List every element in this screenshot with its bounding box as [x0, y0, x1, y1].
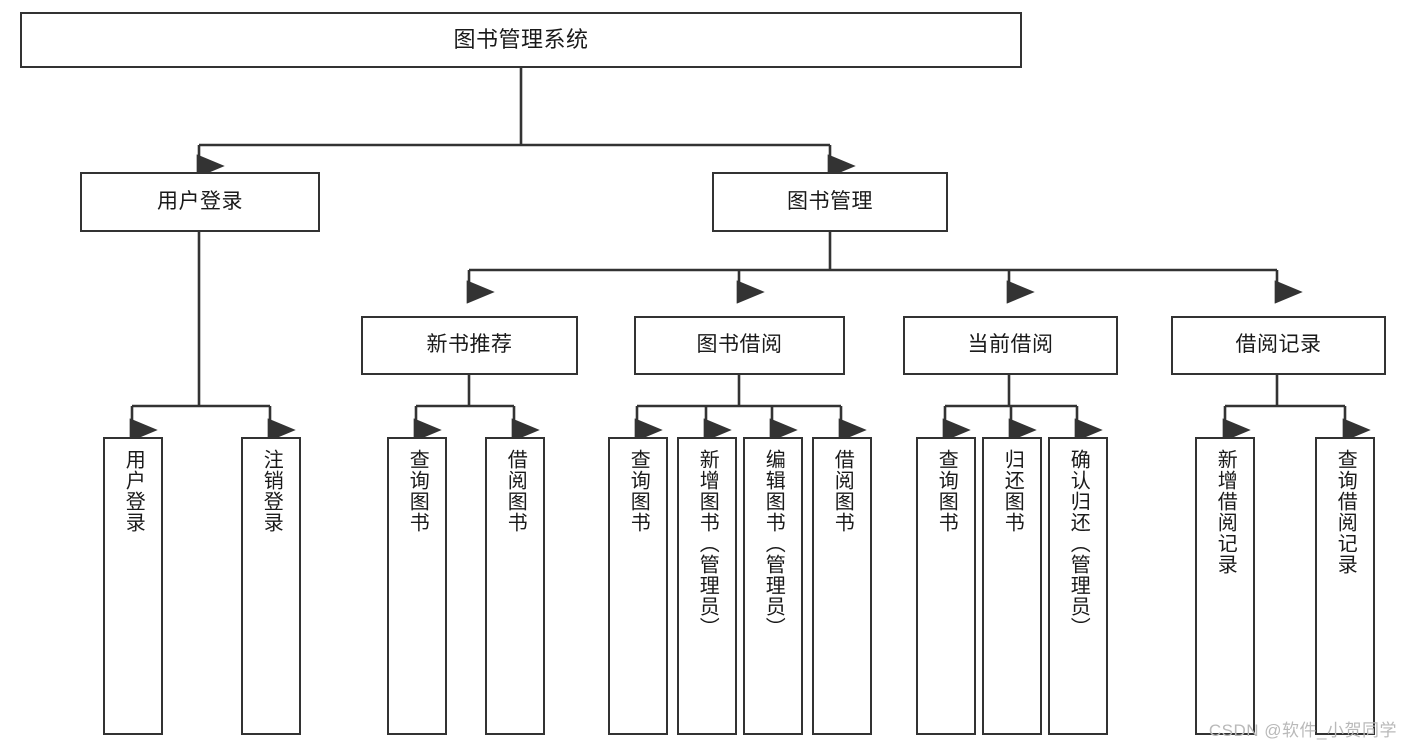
node-book-manage[interactable]: 图书管理 — [712, 172, 948, 232]
node-leaf-user-login[interactable]: 用户登录 — [103, 437, 163, 735]
node-leaf-record-add-label: 新增借阅记录 — [1214, 449, 1237, 575]
node-current-borrow[interactable]: 当前借阅 — [903, 316, 1118, 375]
node-leaf-borrow-query-book[interactable]: 查询图书 — [608, 437, 668, 735]
node-root[interactable]: 图书管理系统 — [20, 12, 1022, 68]
node-new-book-rec[interactable]: 新书推荐 — [361, 316, 578, 375]
node-leaf-borrow-query-book-label: 查询图书 — [627, 449, 650, 533]
node-leaf-user-logout[interactable]: 注销登录 — [241, 437, 301, 735]
node-leaf-borrow-add-book-label: 新增图书（管理员） — [696, 449, 719, 638]
node-leaf-current-confirm-return-label: 确认归还（管理员） — [1067, 449, 1090, 638]
node-leaf-record-query-label: 查询借阅记录 — [1334, 449, 1357, 575]
node-leaf-borrow-add-book[interactable]: 新增图书（管理员） — [677, 437, 737, 735]
node-leaf-borrow-edit-book-label: 编辑图书（管理员） — [762, 449, 785, 638]
node-leaf-record-query[interactable]: 查询借阅记录 — [1315, 437, 1375, 735]
node-leaf-current-query-book[interactable]: 查询图书 — [916, 437, 976, 735]
node-leaf-current-return-book[interactable]: 归还图书 — [982, 437, 1042, 735]
node-leaf-user-logout-label: 注销登录 — [260, 449, 283, 533]
node-leaf-rec-query-book[interactable]: 查询图书 — [387, 437, 447, 735]
node-book-manage-label: 图书管理 — [787, 189, 873, 213]
node-leaf-rec-borrow-book-label: 借阅图书 — [504, 449, 527, 533]
node-leaf-user-login-label: 用户登录 — [122, 449, 145, 533]
node-user-login[interactable]: 用户登录 — [80, 172, 320, 232]
node-leaf-record-add[interactable]: 新增借阅记录 — [1195, 437, 1255, 735]
node-leaf-borrow-borrow-book[interactable]: 借阅图书 — [812, 437, 872, 735]
node-leaf-rec-query-book-label: 查询图书 — [406, 449, 429, 533]
node-new-book-rec-label: 新书推荐 — [426, 333, 513, 357]
node-leaf-current-query-book-label: 查询图书 — [935, 449, 958, 533]
node-borrow-record[interactable]: 借阅记录 — [1171, 316, 1386, 375]
node-leaf-rec-borrow-book[interactable]: 借阅图书 — [485, 437, 545, 735]
node-leaf-borrow-borrow-book-label: 借阅图书 — [831, 449, 854, 533]
node-book-borrow-label: 图书借阅 — [696, 333, 783, 357]
node-root-label: 图书管理系统 — [453, 27, 589, 53]
node-leaf-borrow-edit-book[interactable]: 编辑图书（管理员） — [743, 437, 803, 735]
node-current-borrow-label: 当前借阅 — [967, 333, 1054, 357]
csdn-watermark: CSDN @软件_小贺同学 — [1208, 721, 1397, 740]
node-book-borrow[interactable]: 图书借阅 — [634, 316, 845, 375]
node-leaf-current-return-book-label: 归还图书 — [1001, 449, 1024, 533]
node-borrow-record-label: 借阅记录 — [1235, 333, 1322, 357]
node-leaf-current-confirm-return[interactable]: 确认归还（管理员） — [1048, 437, 1108, 735]
node-user-login-label: 用户登录 — [157, 189, 243, 213]
